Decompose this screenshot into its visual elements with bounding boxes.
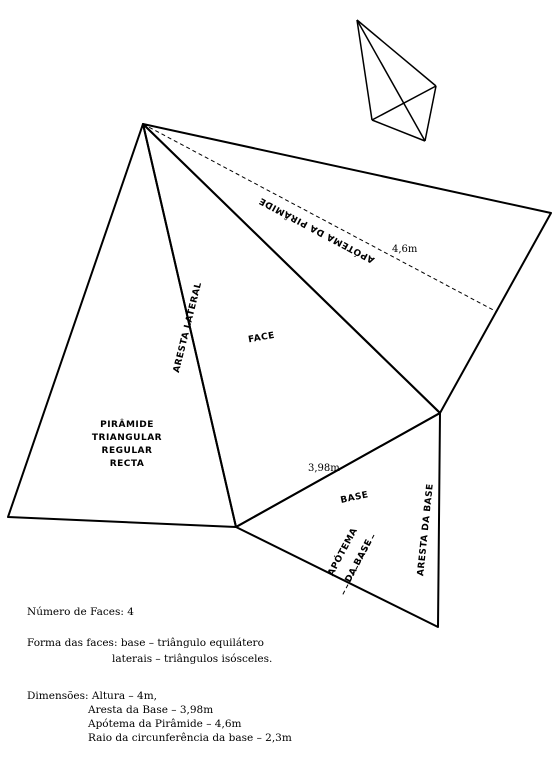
label-face: FACE <box>248 331 276 346</box>
info-dim-line2: Aresta da Base – 3,98m <box>88 704 214 716</box>
label-base-edge-value: 3,98m <box>308 463 340 474</box>
label-apotema-piramide: APÓTEMA DA PIRÂMIDE <box>257 195 377 266</box>
info-forma-line2: laterais – triângulos isósceles. <box>112 653 273 665</box>
apothem-base-line <box>341 534 375 597</box>
info-dim-line1: Dimensões: Altura – 4m, <box>27 690 157 702</box>
label-apotema-value: 4,6m <box>392 244 418 255</box>
label-piramide-line2: TRIANGULAR <box>92 433 162 443</box>
label-piramide-line4: RECTA <box>110 459 145 469</box>
apothem-pyramid-line <box>142 123 498 313</box>
label-aresta-lateral: ARESTA LATERAL <box>172 281 204 374</box>
right-lateral-face <box>142 123 552 414</box>
info-faces: Número de Faces: 4 <box>27 606 134 618</box>
info-dim-line4: Raio da circunferência da base – 2,3m <box>88 732 292 744</box>
info-dim-line3: Apótema da Pirâmide – 4,6m <box>88 718 242 730</box>
base-face <box>235 412 441 628</box>
pyramid-net <box>7 123 552 628</box>
pyramid-3d-sketch <box>356 19 437 142</box>
info-forma-line1: Forma das faces: base – triângulo equilá… <box>27 637 264 649</box>
label-piramide: PIRÂMIDE TRIANGULAR REGULAR RECTA <box>92 418 162 469</box>
label-base: BASE <box>340 490 370 506</box>
label-aresta-base: ARESTA DA BASE <box>416 483 436 577</box>
label-piramide-line1: PIRÂMIDE <box>100 418 154 430</box>
label-piramide-line3: REGULAR <box>102 446 153 456</box>
